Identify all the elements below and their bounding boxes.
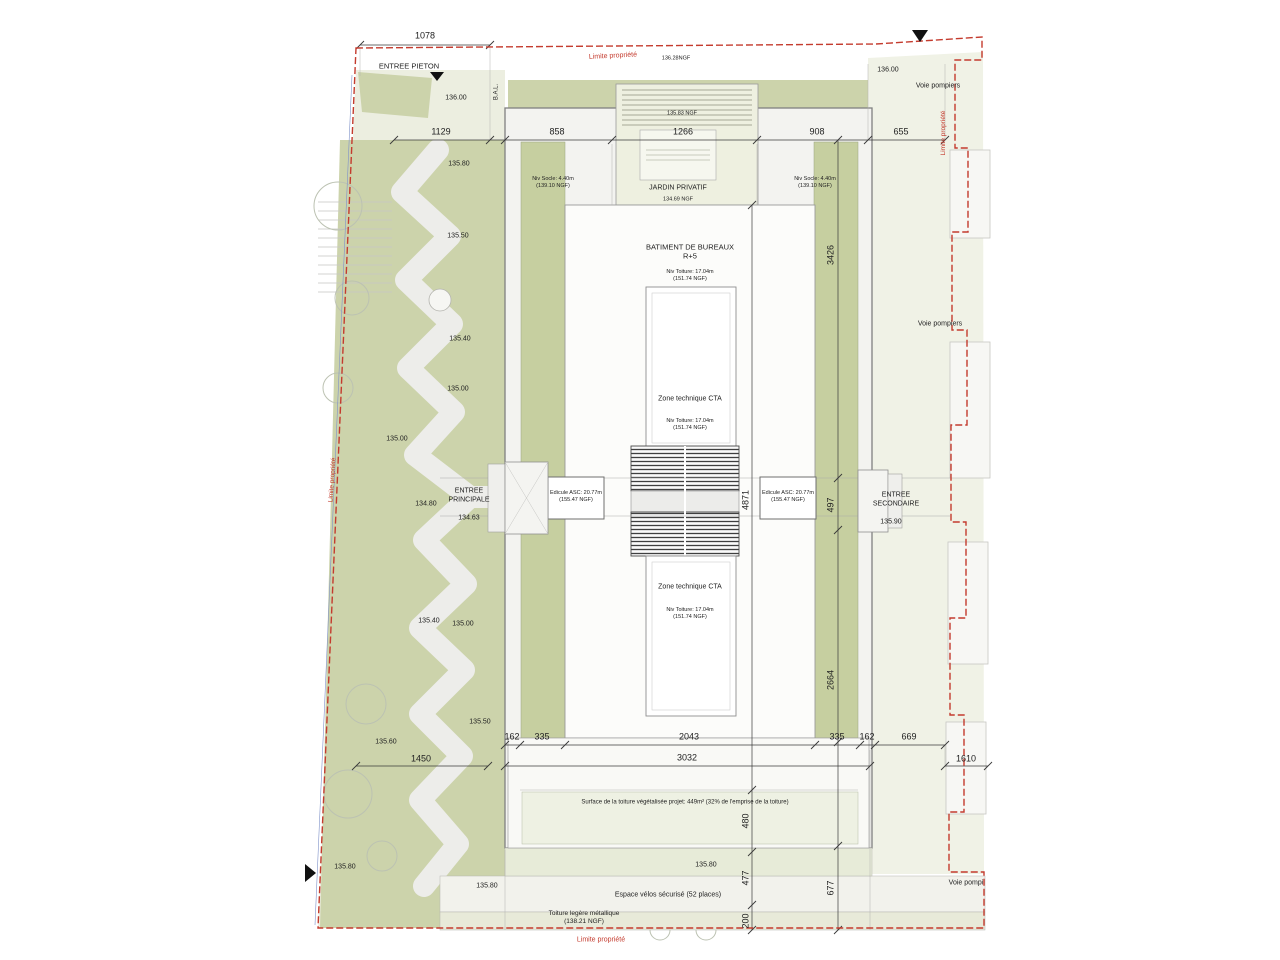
fire-lane-strip xyxy=(868,52,984,874)
vegetation-area xyxy=(320,140,505,928)
entrance-main-cross xyxy=(504,461,549,535)
access-arrow-icon xyxy=(305,864,316,882)
edicule-asc-east xyxy=(759,476,817,520)
south-planting-band xyxy=(504,847,873,877)
property-boundary xyxy=(317,36,985,929)
cta-zone-lower xyxy=(645,555,737,717)
vegetal-roof-zone xyxy=(521,791,859,845)
green-strip-east xyxy=(813,141,859,739)
dimension-ticks xyxy=(351,40,993,935)
bike-area-band xyxy=(439,875,986,913)
entrance-secondary-canopy xyxy=(857,469,889,533)
entrance-main-steps xyxy=(487,463,506,533)
vegetation-patch-top xyxy=(358,72,432,118)
pedestrian-entry-arrow-icon xyxy=(430,72,444,81)
survey-line xyxy=(314,74,353,926)
parking-stripes xyxy=(318,200,392,296)
cta-zone-lower-inner xyxy=(651,561,731,711)
neighbour-buildings xyxy=(945,149,991,815)
jardin-lower-steps xyxy=(646,149,710,161)
cta-zone-upper xyxy=(645,286,737,450)
garden-path xyxy=(391,139,481,897)
north-arrow-icon xyxy=(912,30,928,42)
jardin-steps xyxy=(622,89,752,126)
metal-roof-band xyxy=(439,911,986,931)
cta-zone-upper-inner xyxy=(651,292,731,444)
dimension-lines xyxy=(356,44,988,930)
green-strip-west xyxy=(520,141,566,739)
extension-lines xyxy=(359,48,946,930)
path-node xyxy=(428,288,452,312)
entrance-secondary-steps xyxy=(887,473,903,529)
edicule-asc-west xyxy=(547,476,605,520)
